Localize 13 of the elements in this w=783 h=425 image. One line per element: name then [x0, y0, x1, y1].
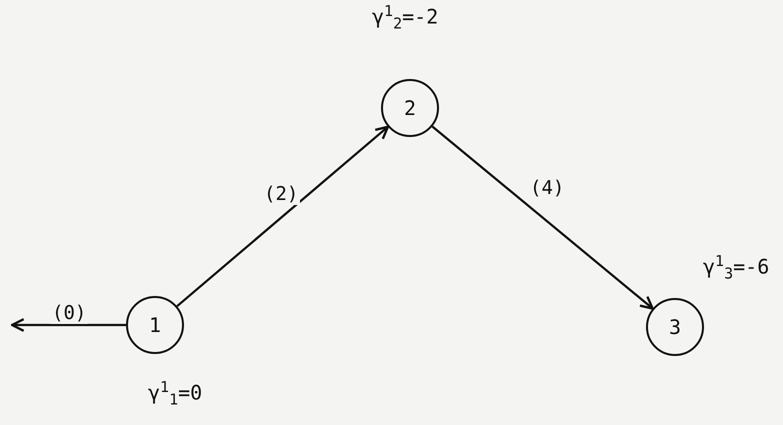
node-circle	[646, 298, 704, 356]
node-circle	[381, 79, 439, 137]
node-value: γ$^{1}$$_{1}$=0	[148, 378, 202, 409]
edge-label: (0)	[50, 302, 88, 324]
arrow	[10, 318, 126, 332]
node-label: 2	[404, 96, 416, 120]
arrow	[432, 126, 654, 310]
node-value: γ$^{1}$$_{3}$=-6	[703, 252, 770, 283]
node-value: γ$^{1}$$_{2}$=-2	[372, 2, 438, 33]
node-label: 3	[668, 315, 682, 339]
node-circle	[126, 296, 184, 354]
arrow	[176, 126, 390, 308]
node-label: 1	[148, 313, 162, 337]
